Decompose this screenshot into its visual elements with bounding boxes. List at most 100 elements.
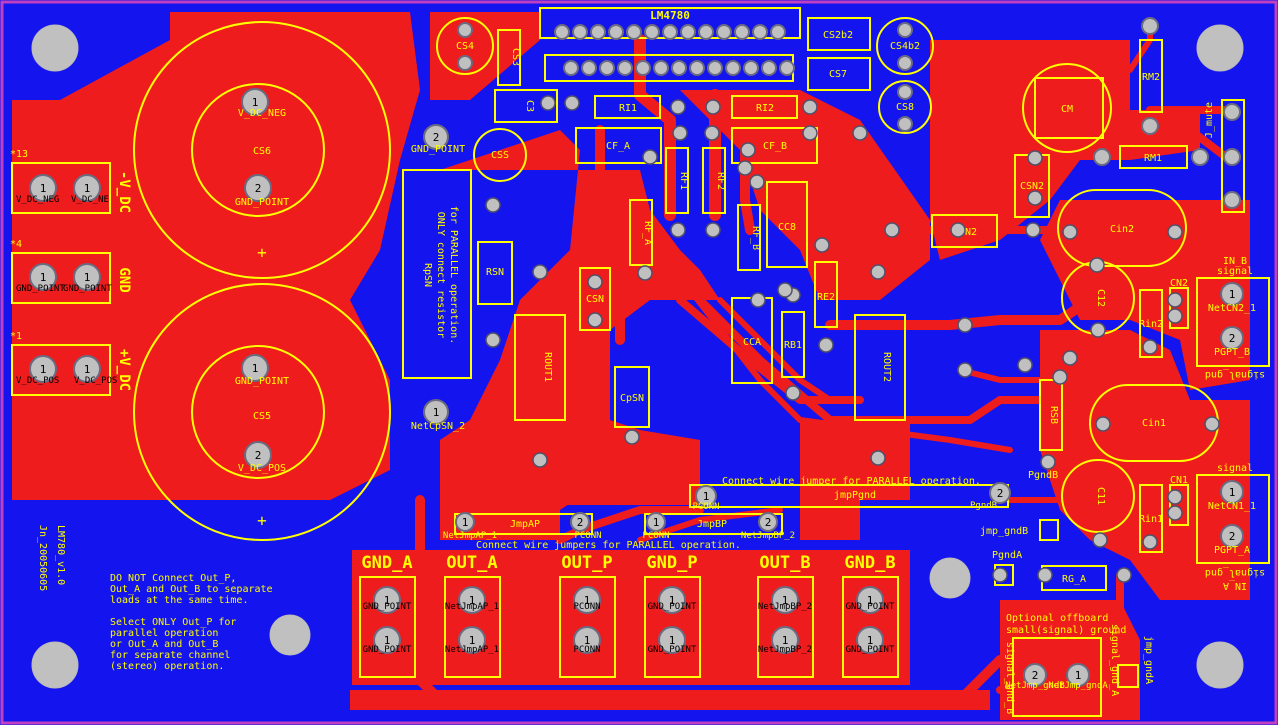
- svg-text:CS5: CS5: [253, 411, 271, 422]
- via-icon: [672, 125, 688, 141]
- svg-text:signal_gnd: signal_gnd: [1205, 567, 1265, 578]
- svg-text:GND_POINT: GND_POINT: [648, 602, 697, 612]
- svg-text:CC8: CC8: [778, 222, 796, 233]
- svg-text:jmp_gndB: jmp_gndB: [980, 526, 1028, 537]
- via-icon: [802, 125, 818, 141]
- svg-text:1: 1: [703, 490, 710, 503]
- via-icon: [705, 99, 721, 115]
- via-icon: [704, 125, 720, 141]
- via-icon: [802, 99, 818, 115]
- via-icon: [1116, 567, 1132, 583]
- pad-icon: [734, 24, 750, 40]
- svg-text:NetJmpBP_2: NetJmpBP_2: [758, 645, 812, 655]
- svg-text:RM2: RM2: [1142, 72, 1160, 83]
- operation-warning: DO NOT Connect Out_P, Out_A and Out_B to…: [110, 573, 273, 672]
- via-icon: [785, 385, 801, 401]
- via-icon: [740, 142, 756, 158]
- svg-text:(stereo) operation.: (stereo) operation.: [110, 661, 224, 672]
- svg-text:RI1: RI1: [619, 103, 637, 114]
- svg-text:V_DC_NEG: V_DC_NEG: [238, 108, 286, 119]
- svg-text:CM: CM: [1061, 104, 1073, 115]
- svg-text:for PARALLEL operation.: for PARALLEL operation.: [448, 206, 459, 344]
- svg-text:1: 1: [384, 594, 391, 607]
- svg-text:parallel operation: parallel operation: [110, 628, 218, 639]
- svg-text:1: 1: [782, 594, 789, 607]
- svg-text:ONLY connect resistor: ONLY connect resistor: [435, 212, 446, 338]
- svg-text:Select ONLY Out_P for: Select ONLY Out_P for: [110, 617, 236, 628]
- svg-text:2: 2: [255, 182, 262, 195]
- svg-text:*4: *4: [10, 239, 22, 250]
- small-caps-top: CS4 CS3 CS2b2 CS7 CS4b2 CS8 C3 CSS: [436, 17, 934, 182]
- svg-text:IN_A: IN_A: [1223, 580, 1247, 591]
- via-icon: [1052, 369, 1068, 385]
- svg-text:Connect wire jumper for PARALL: Connect wire jumper for PARALLEL operati…: [722, 476, 981, 487]
- svg-text:jmp_gndA: jmp_gndA: [1143, 636, 1154, 684]
- svg-text:RB1: RB1: [784, 340, 802, 351]
- svg-text:GND_POINT: GND_POINT: [16, 284, 65, 294]
- copper-traces: [415, 17, 1235, 705]
- svg-text:CN2: CN2: [1170, 278, 1188, 289]
- via-icon: [1062, 224, 1078, 240]
- svg-text:CS2b2: CS2b2: [823, 30, 853, 41]
- svg-text:+: +: [257, 243, 267, 262]
- mounting-hole-icon: [1196, 24, 1244, 72]
- svg-text:2: 2: [577, 516, 584, 529]
- svg-text:Out_A and Out_B to separate: Out_A and Out_B to separate: [110, 584, 273, 595]
- via-icon: [1142, 534, 1158, 550]
- svg-text:1: 1: [40, 271, 47, 284]
- pad-icon: [572, 24, 588, 40]
- svg-text:RpSN: RpSN: [422, 263, 433, 287]
- svg-text:V_DC_POS: V_DC_POS: [74, 376, 117, 386]
- pad-icon: [662, 24, 678, 40]
- svg-text:small(signal) ground: small(signal) ground: [1006, 625, 1126, 636]
- svg-text:V_DC_POS: V_DC_POS: [16, 376, 59, 386]
- pad-icon: [617, 60, 633, 76]
- via-icon: [670, 222, 686, 238]
- pad-icon: [554, 24, 570, 40]
- svg-text:CS8: CS8: [896, 102, 914, 113]
- svg-text:1: 1: [40, 363, 47, 376]
- svg-text:1: 1: [653, 516, 660, 529]
- mounting-hole-icon: [1196, 641, 1244, 689]
- svg-text:GND_B: GND_B: [844, 553, 895, 573]
- via-icon: [1167, 224, 1183, 240]
- svg-text:RSN: RSN: [486, 267, 504, 278]
- svg-text:for separate channel: for separate channel: [110, 650, 230, 661]
- svg-text:RF_B: RF_B: [750, 226, 761, 250]
- svg-text:RG_A: RG_A: [1062, 574, 1086, 585]
- svg-text:PgndB: PgndB: [970, 501, 997, 511]
- via-icon: [1095, 416, 1111, 432]
- via-icon: [637, 265, 653, 281]
- svg-text:NetCN2_1: NetCN2_1: [1208, 303, 1256, 314]
- svg-text:loads at the same time.: loads at the same time.: [110, 595, 248, 606]
- jumper-notes: Connect wire jumper for PARALLEL operati…: [443, 470, 1127, 636]
- output-terminals: GND_A OUT_A OUT_P GND_P OUT_B GND_B 1 GN…: [359, 553, 899, 678]
- svg-text:1: 1: [469, 634, 476, 647]
- via-icon: [852, 125, 868, 141]
- via-icon: [814, 237, 830, 253]
- svg-text:2: 2: [255, 449, 262, 462]
- svg-text:1: 1: [782, 634, 789, 647]
- via-icon: [1040, 454, 1056, 470]
- via-icon: [624, 429, 640, 445]
- via-icon: [950, 222, 966, 238]
- via-icon: [1027, 150, 1043, 166]
- svg-text:NetJmpAP_1: NetJmpAP_1: [445, 602, 499, 612]
- svg-text:signal_gnd_B: signal_gnd_B: [1004, 642, 1015, 714]
- svg-text:V_DC_NE: V_DC_NE: [71, 195, 109, 205]
- svg-text:V_DC_POS: V_DC_POS: [238, 463, 286, 474]
- svg-text:CF_B: CF_B: [763, 141, 787, 152]
- via-icon: [1204, 416, 1220, 432]
- svg-text:CF_A: CF_A: [606, 141, 630, 152]
- svg-text:CS3: CS3: [510, 48, 521, 66]
- mute-section: CM RM2 RM1 J_mute: [1022, 17, 1245, 213]
- svg-text:LM780_v1.0: LM780_v1.0: [55, 525, 66, 585]
- pad-icon: [563, 60, 579, 76]
- svg-text:signal: signal: [1217, 266, 1253, 277]
- via-icon: [1025, 222, 1041, 238]
- svg-text:1: 1: [669, 634, 676, 647]
- svg-text:1: 1: [252, 96, 259, 109]
- pad-icon: [680, 24, 696, 40]
- via-icon: [1090, 322, 1106, 338]
- pad-icon: [626, 24, 642, 40]
